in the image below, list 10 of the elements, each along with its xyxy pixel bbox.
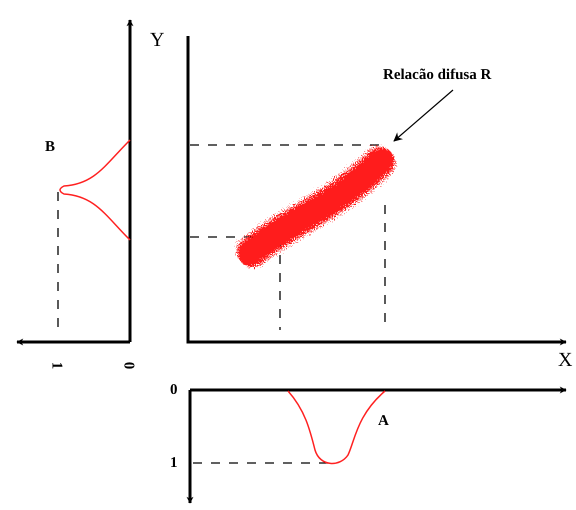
tick-label: 1 [48, 362, 64, 370]
set-label: A [378, 414, 389, 429]
tick-label: 0 [120, 362, 136, 370]
tick-label: 0 [170, 383, 178, 398]
tick-label: 1 [170, 456, 178, 471]
axis-label: Y [150, 30, 164, 50]
leader-arrow [393, 90, 454, 142]
callout-text: Relacão difusa R [383, 64, 538, 86]
set-label: B [45, 140, 56, 155]
axis-label: X [558, 350, 572, 370]
